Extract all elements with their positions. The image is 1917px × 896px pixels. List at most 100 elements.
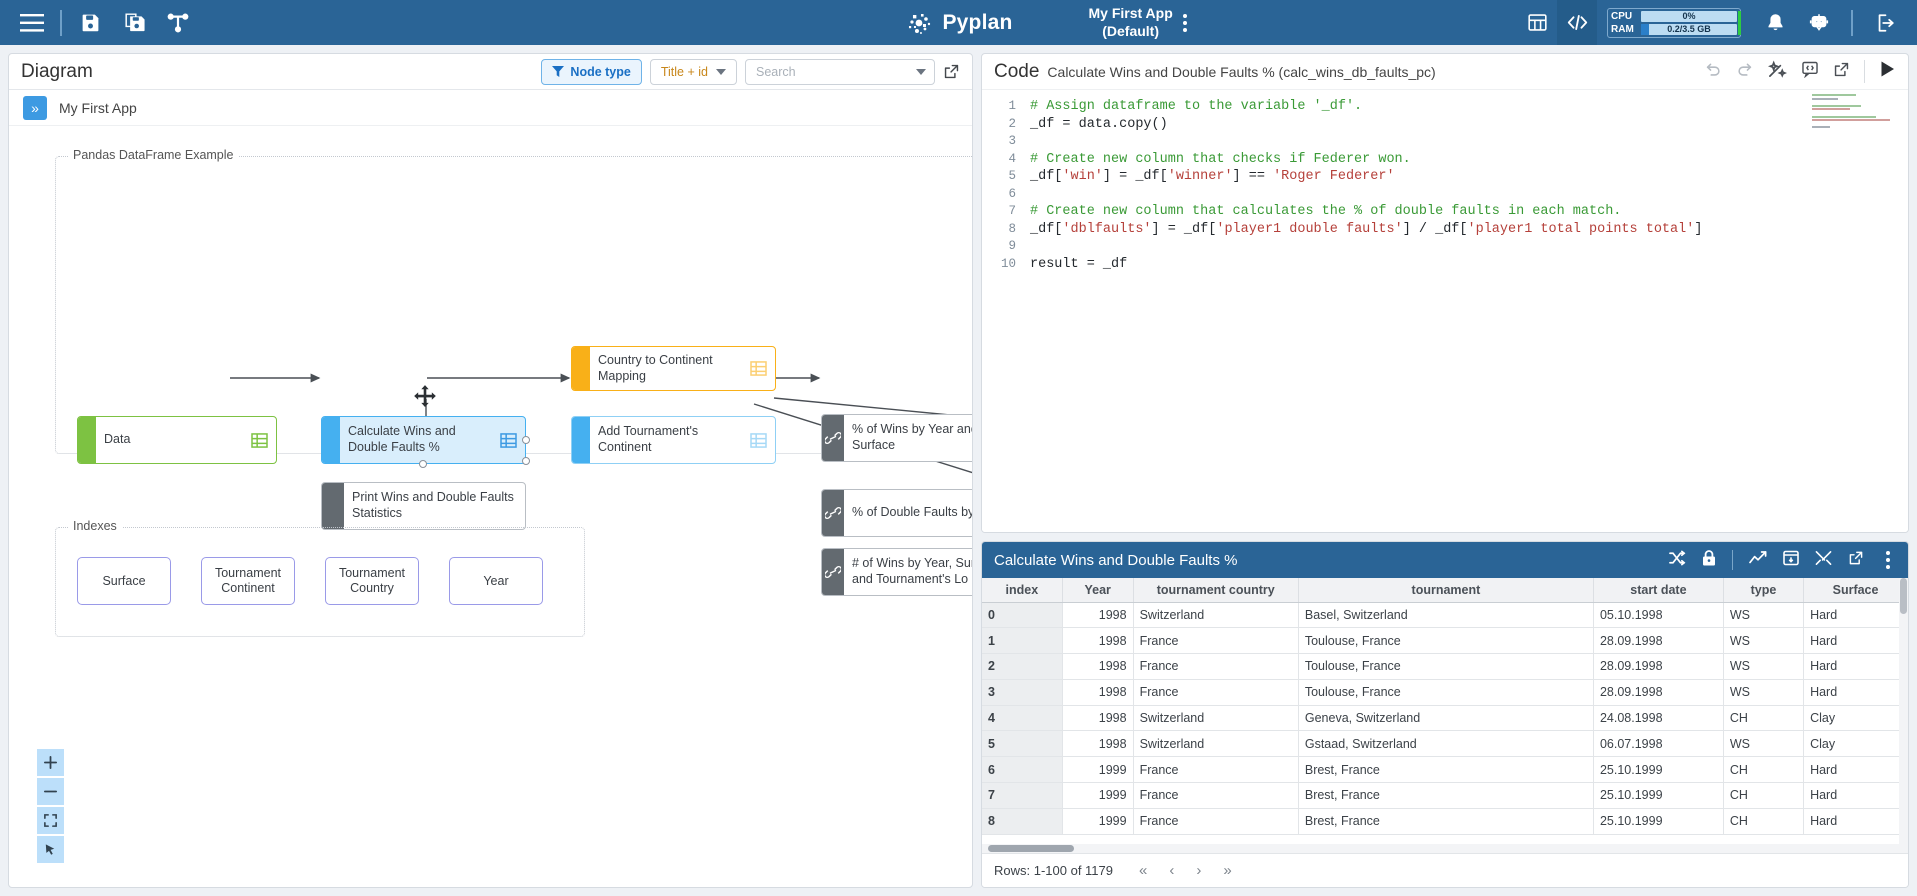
index-node-year[interactable]: Year <box>449 557 543 605</box>
magic-wand-icon[interactable] <box>1767 59 1788 84</box>
table-cell[interactable]: Brest, France <box>1298 808 1594 835</box>
logout-icon[interactable] <box>1863 0 1907 45</box>
table-cell[interactable]: Switzerland <box>1133 602 1299 629</box>
node-port[interactable] <box>522 436 530 444</box>
search-box[interactable] <box>745 58 935 85</box>
bell-icon[interactable] <box>1753 0 1797 45</box>
expand-chevrons-icon[interactable]: » <box>23 95 47 120</box>
table-horizontal-scrollbar[interactable] <box>982 844 1908 853</box>
search-input[interactable] <box>754 63 916 80</box>
table-cell[interactable]: Hard <box>1803 653 1908 680</box>
table-cell[interactable]: 6 <box>982 756 1063 784</box>
undo-icon[interactable] <box>1704 60 1722 83</box>
diagram-canvas[interactable]: Pandas DataFrame Example Data Calculat <box>9 126 972 887</box>
table-cell[interactable]: 1998 <box>1062 653 1134 680</box>
table-cell[interactable]: 5 <box>982 730 1063 758</box>
export-icon[interactable] <box>1783 550 1799 571</box>
node-print-wins-statistics[interactable]: Print Wins and Double Faults Statistics <box>321 482 526 530</box>
fit-screen-icon[interactable] <box>37 807 64 834</box>
table-cell[interactable]: CH <box>1723 705 1805 732</box>
table-cell[interactable]: 1998 <box>1062 602 1134 629</box>
title-id-select[interactable]: Title + id <box>649 58 737 85</box>
table-cell[interactable]: Hard <box>1803 627 1908 655</box>
table-cell[interactable]: Clay <box>1803 730 1908 758</box>
zoom-in-icon[interactable] <box>37 749 64 776</box>
code-view-icon[interactable] <box>1557 0 1597 45</box>
pointer-select-icon[interactable] <box>37 836 64 863</box>
code-text[interactable]: # Assign dataframe to the variable '_df'… <box>1030 90 1798 532</box>
table-cell[interactable]: 05.10.1998 <box>1593 602 1724 629</box>
shuffle-icon[interactable] <box>1669 550 1686 571</box>
table-cell[interactable]: WS <box>1723 627 1805 655</box>
table-column-header[interactable]: start date <box>1593 578 1724 603</box>
open-external-icon[interactable] <box>1848 550 1864 571</box>
hamburger-menu-icon[interactable] <box>10 0 54 45</box>
tools-icon[interactable] <box>1815 550 1832 571</box>
node-port[interactable] <box>419 460 427 468</box>
redo-icon[interactable] <box>1736 60 1754 83</box>
table-cell[interactable]: WS <box>1723 679 1805 706</box>
index-node-surface[interactable]: Surface <box>77 557 171 605</box>
table-column-header[interactable]: tournament <box>1298 578 1594 603</box>
table-cell[interactable]: 0 <box>982 602 1063 629</box>
next-page-button[interactable]: › <box>1196 862 1202 879</box>
table-column-header[interactable]: type <box>1723 578 1805 603</box>
code-editor[interactable]: 1 2 3 4 5 6 7 8 9 10 # Assign dataframe … <box>982 90 1908 532</box>
table-cell[interactable]: 28.09.1998 <box>1593 627 1724 655</box>
node-calculate-wins-double-faults[interactable]: Calculate Wins and Double Faults % <box>321 416 526 464</box>
table-cell[interactable]: 1999 <box>1062 782 1134 809</box>
table-cell[interactable]: 4 <box>982 705 1063 732</box>
chart-icon[interactable] <box>1749 550 1767 571</box>
table-cell[interactable]: Switzerland <box>1133 730 1299 758</box>
table-cell[interactable]: 1999 <box>1062 808 1134 835</box>
table-cell[interactable]: 25.10.1999 <box>1593 756 1724 784</box>
table-column-header[interactable]: index <box>982 578 1063 603</box>
table-cell[interactable]: France <box>1133 808 1299 835</box>
table-cell[interactable]: 2 <box>982 653 1063 680</box>
table-cell[interactable]: 7 <box>982 782 1063 809</box>
app-menu-kebab-icon[interactable] <box>1177 10 1193 36</box>
table-cell[interactable]: CH <box>1723 808 1805 835</box>
node-type-filter-button[interactable]: Node type <box>541 58 642 85</box>
table-cell[interactable]: 1998 <box>1062 679 1134 706</box>
table-vertical-scrollbar[interactable] <box>1899 578 1908 853</box>
more-options-icon[interactable] <box>1880 547 1896 573</box>
table-cell[interactable]: 28.09.1998 <box>1593 679 1724 706</box>
chat-bot-icon[interactable] <box>1797 0 1841 45</box>
table-cell[interactable]: Brest, France <box>1298 782 1594 809</box>
save-as-icon[interactable] <box>112 0 156 45</box>
index-node-tournament-continent[interactable]: Tournament Continent <box>201 557 295 605</box>
table-cell[interactable]: 3 <box>982 679 1063 706</box>
table-cell[interactable]: 25.10.1999 <box>1593 782 1724 809</box>
open-external-icon[interactable] <box>943 63 960 80</box>
table-cell[interactable]: Geneva, Switzerland <box>1298 705 1594 732</box>
zoom-out-icon[interactable] <box>37 778 64 805</box>
table-cell[interactable]: Toulouse, France <box>1298 679 1594 706</box>
table-cell[interactable]: Basel, Switzerland <box>1298 602 1594 629</box>
table-cell[interactable]: Gstaad, Switzerland <box>1298 730 1594 758</box>
table-cell[interactable]: 1 <box>982 627 1063 655</box>
table-cell[interactable]: CH <box>1723 782 1805 809</box>
table-cell[interactable]: France <box>1133 756 1299 784</box>
node-port[interactable] <box>522 457 530 465</box>
table-cell[interactable]: Brest, France <box>1298 756 1594 784</box>
grid-view-icon[interactable] <box>1517 0 1557 45</box>
code-minimap[interactable] <box>1812 94 1894 136</box>
node-country-to-continent-mapping[interactable]: Country to Continent Mapping <box>571 346 776 391</box>
table-cell[interactable]: Switzerland <box>1133 705 1299 732</box>
table-cell[interactable]: WS <box>1723 730 1805 758</box>
node-data[interactable]: Data <box>77 416 277 464</box>
table-cell[interactable]: Hard <box>1803 679 1908 706</box>
table-cell[interactable]: France <box>1133 653 1299 680</box>
open-external-icon[interactable] <box>1833 61 1850 83</box>
table-cell[interactable]: 8 <box>982 808 1063 835</box>
table-cell[interactable]: Toulouse, France <box>1298 627 1594 655</box>
table-cell[interactable]: France <box>1133 782 1299 809</box>
